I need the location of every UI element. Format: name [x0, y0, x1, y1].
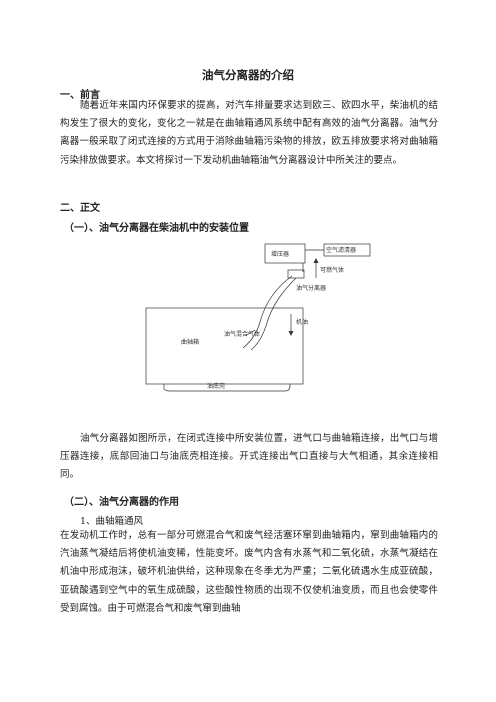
label-combustible-gas: 可燃气体 [320, 266, 344, 274]
label-air-filter: 空气滤清器 [326, 246, 356, 254]
crankcase-box [145, 307, 304, 385]
subsection-heading-function: （二）、油气分离器的作用 [64, 497, 179, 508]
oil-pan-shape [163, 384, 291, 392]
section-heading-preface: 一、前言 [60, 90, 100, 101]
combustible-gas-arrowhead [313, 258, 319, 263]
label-separator: 油气分离器 [296, 284, 326, 292]
list-item-crankcase-ventilation: 1、曲轴箱通风 [80, 516, 144, 527]
oil-return-arrowhead [288, 331, 294, 336]
label-oil-pan: 油底壳 [207, 382, 225, 390]
label-turbocharger: 增压器 [271, 250, 289, 258]
ventilation-paragraph: 在发动机工作时，总有一部分可燃混合气和废气经活塞环窜到曲轴箱内，窜到曲轴箱内的汽… [60, 530, 438, 614]
section-heading-body: 二、正文 [60, 203, 100, 214]
document-title: 油气分离器的介绍 [202, 68, 294, 82]
subsection-heading-install-position: （一）、油气分离器在柴油机中的安装位置 [64, 223, 249, 234]
label-crankcase: 曲轴箱 [181, 338, 199, 346]
install-paragraph: 油气分离器如图所示，在闭式连接中所安装位置，进气口与曲轴箱连接，出气口与增压器连… [60, 433, 438, 481]
preface-paragraph: 随着近年来国内环保要求的提高，对汽车排量要求达到欧三、欧四水平，柴油机的结构发生… [60, 100, 438, 166]
hose-inner [250, 277, 297, 351]
label-oil-return: 机油 [296, 318, 308, 326]
turbocharger-box [264, 243, 306, 264]
hose-outer [242, 275, 293, 349]
label-mixture: 油气混合气体 [224, 330, 260, 338]
